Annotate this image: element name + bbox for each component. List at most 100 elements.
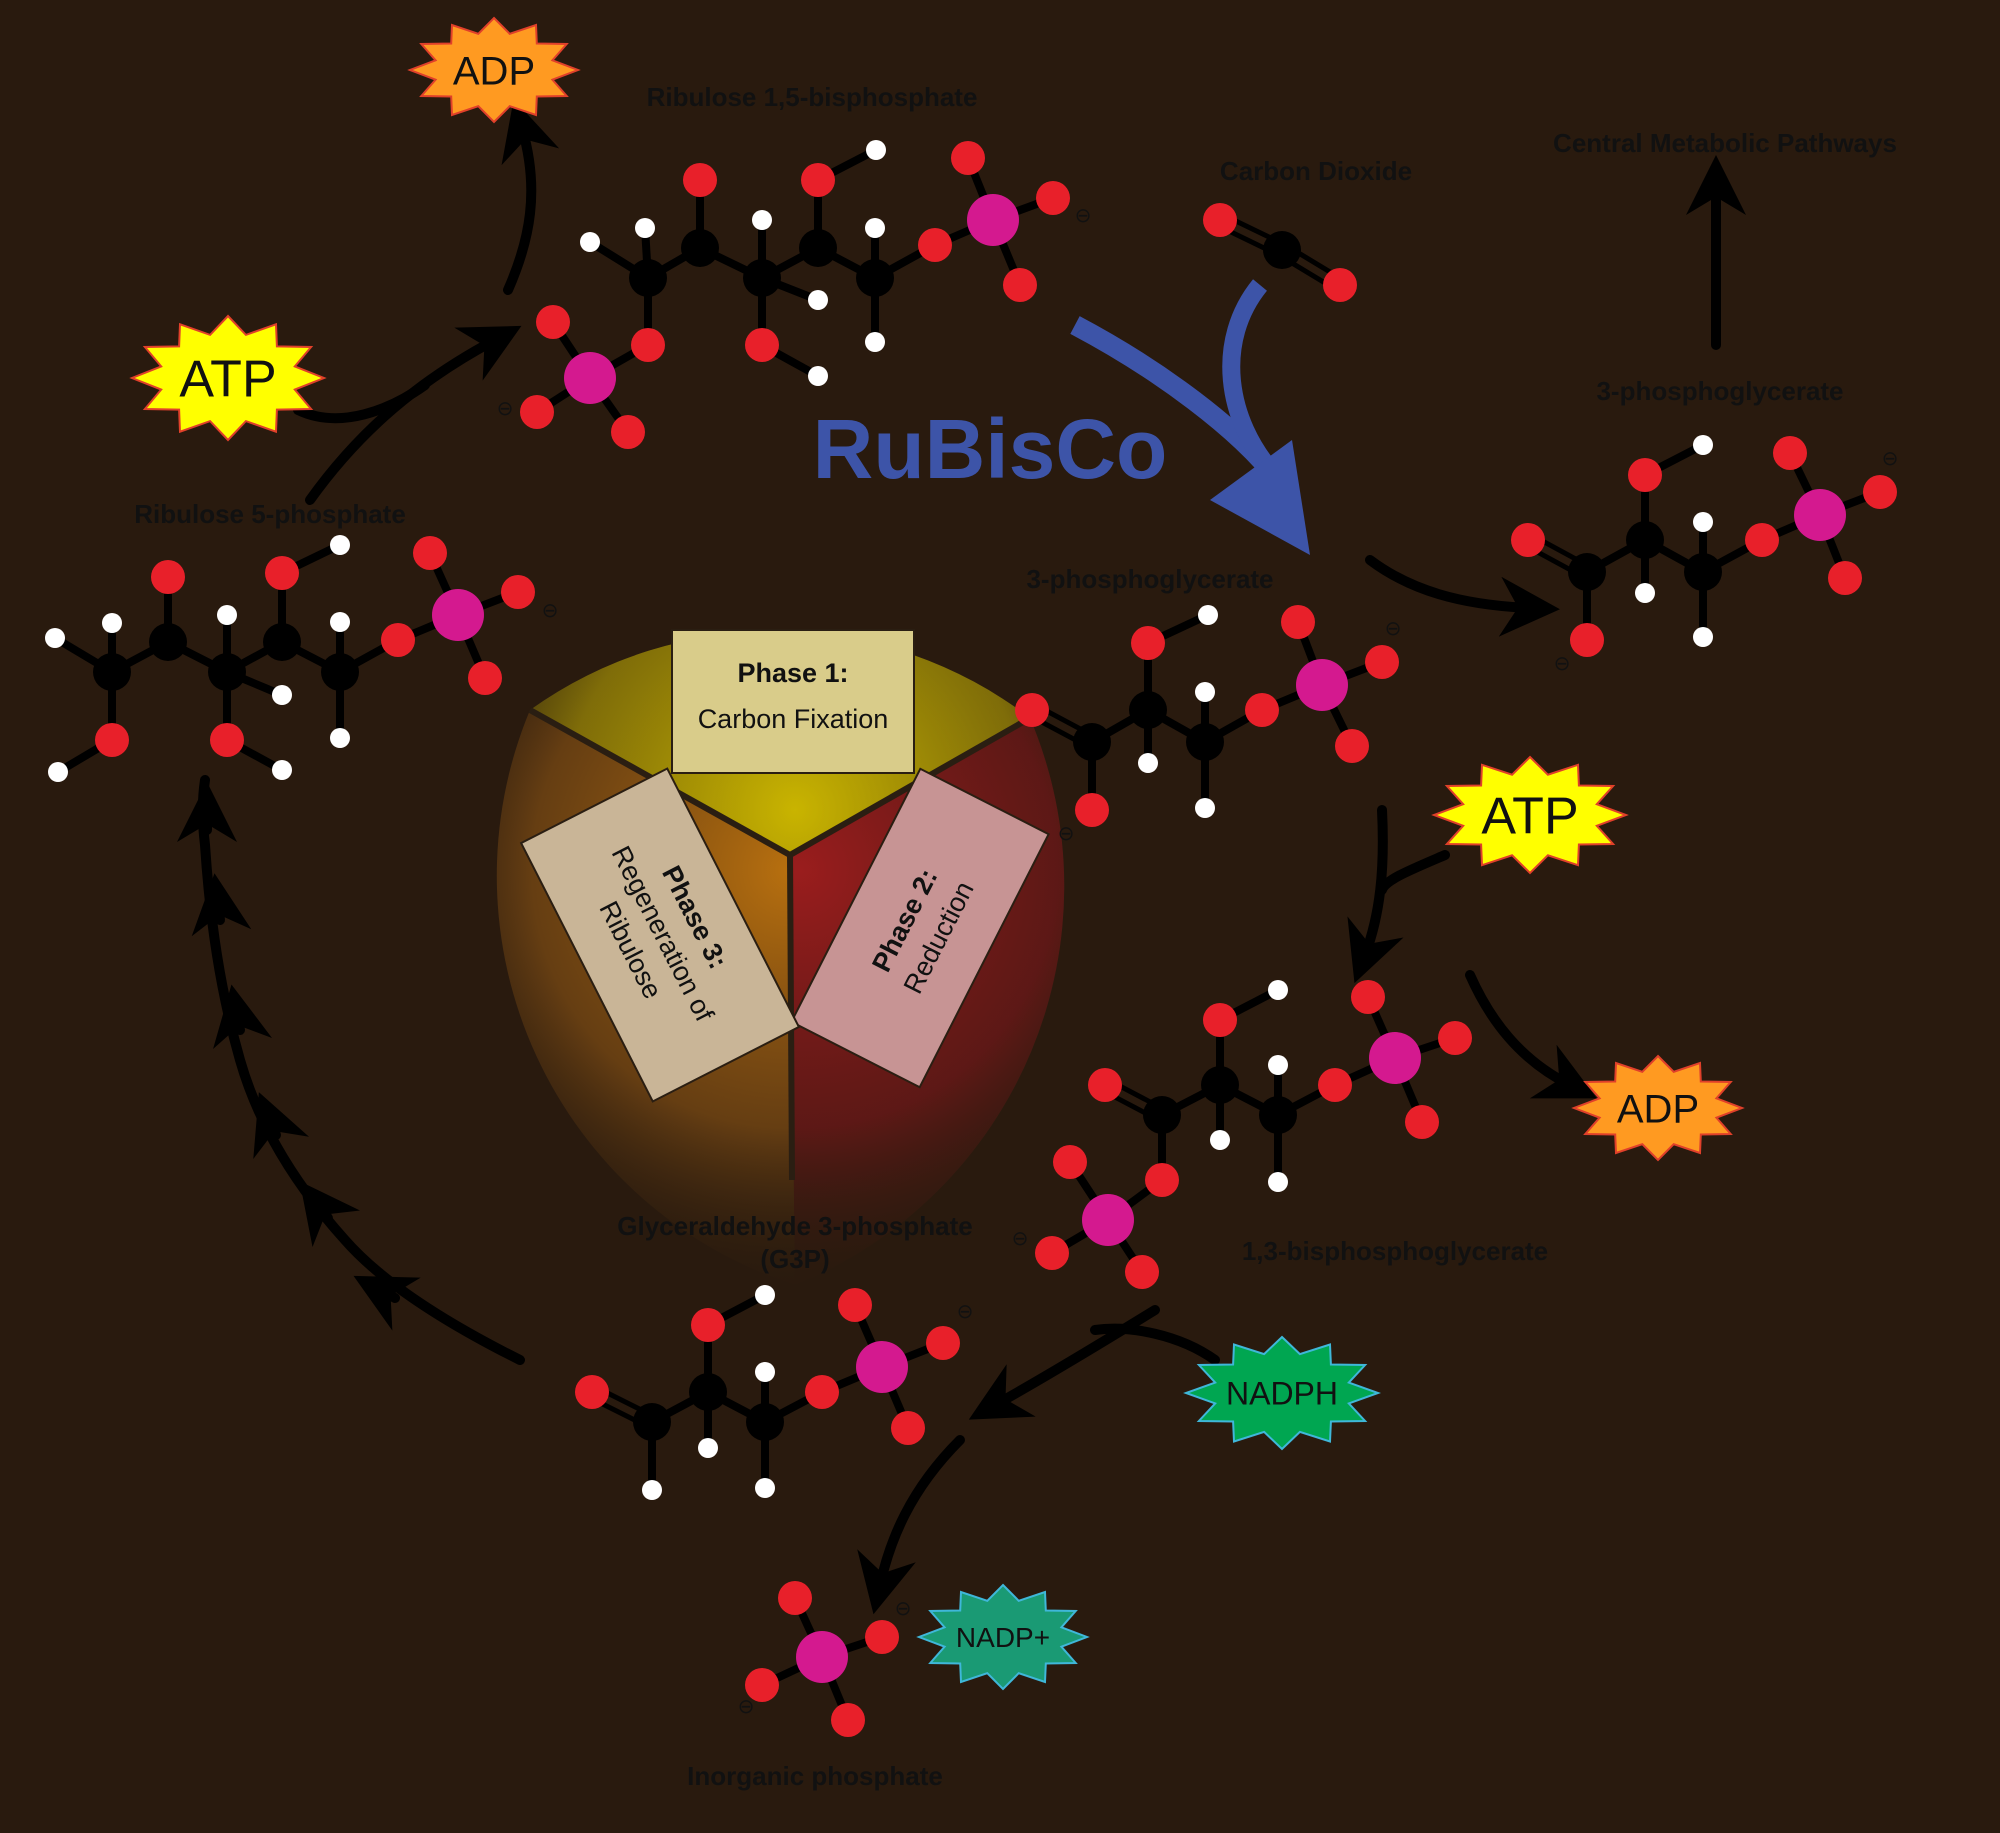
hydrogen-atom — [1268, 980, 1288, 1000]
carbon-atom — [1186, 723, 1224, 761]
hydrogen-atom — [755, 1478, 775, 1498]
oxygen-atom — [1773, 436, 1807, 470]
hydrogen-atom — [1693, 512, 1713, 532]
carbon-atom — [1201, 1066, 1239, 1104]
phase-3-box: Phase 3: Regeneration of Ribulose — [519, 767, 801, 1103]
atp-top-badge-burst-shape — [129, 314, 327, 442]
hydrogen-atom — [1693, 627, 1713, 647]
hydrogen-atom — [45, 628, 65, 648]
label-bpg: 1,3-bisphosphoglycerate — [1242, 1236, 1548, 1266]
oxygen-atom — [745, 328, 779, 362]
arrow-to-pga-product — [1365, 555, 1560, 637]
carbon-atom — [1129, 691, 1167, 729]
phosphorus-atom — [796, 1631, 848, 1683]
oxygen-atom — [1145, 1163, 1179, 1197]
oxygen-atom — [831, 1703, 865, 1737]
oxygen-atom — [683, 163, 717, 197]
hydrogen-atom — [865, 332, 885, 352]
arrow-nadph-join — [1090, 1323, 1220, 1365]
negative-charge-symbol: ⊖ — [895, 1598, 912, 1620]
hydrogen-atom — [642, 1480, 662, 1500]
oxygen-atom — [1745, 523, 1779, 557]
oxygen-atom — [951, 141, 985, 175]
hydrogen-atom — [1268, 1055, 1288, 1075]
oxygen-atom — [1828, 561, 1862, 595]
oxygen-atom — [611, 415, 645, 449]
hydrogen-atom — [1138, 753, 1158, 773]
negative-charge-symbol: ⊖ — [497, 398, 514, 420]
oxygen-atom — [95, 723, 129, 757]
hydrogen-atom — [1195, 798, 1215, 818]
oxygen-atom — [1863, 475, 1897, 509]
atp-right-badge-label: ATP — [1481, 788, 1578, 846]
oxygen-atom — [891, 1411, 925, 1445]
hydrogen-atom — [217, 605, 237, 625]
rubisco-arrow — [1070, 279, 1310, 555]
oxygen-atom — [778, 1581, 812, 1615]
molecule-g3p: ⊖ — [575, 1285, 973, 1500]
oxygen-atom — [1335, 729, 1369, 763]
negative-charge-symbol: ⊖ — [1882, 448, 1899, 470]
nadp-badge: NADP+ — [916, 1583, 1090, 1691]
label-g3p-line1: Glyceraldehyde 3-phosphate — [617, 1211, 972, 1241]
oxygen-atom — [210, 723, 244, 757]
carbon-atom — [1073, 723, 1111, 761]
arrow-bpg-to-adp — [1465, 970, 1597, 1099]
oxygen-atom — [1125, 1255, 1159, 1289]
hydrogen-atom — [808, 366, 828, 386]
carbon-atom — [263, 623, 301, 661]
carbon-atom — [681, 229, 719, 267]
cycle-arrows — [177, 99, 1746, 1615]
oxygen-atom — [1035, 1236, 1069, 1270]
phosphorus-atom — [564, 352, 616, 404]
label-co2: Carbon Dioxide — [1220, 156, 1412, 186]
phase-1-subtitle: Carbon Fixation — [698, 704, 889, 734]
carbon-atom — [1626, 521, 1664, 559]
hydrogen-atom — [755, 1285, 775, 1305]
oxygen-atom — [745, 1668, 779, 1702]
hydrogen-atom — [272, 685, 292, 705]
oxygen-atom — [1075, 793, 1109, 827]
hydrogen-atom — [698, 1438, 718, 1458]
negative-charge-symbol: ⊖ — [738, 1696, 755, 1718]
phosphorus-atom — [967, 194, 1019, 246]
arrow-pga-to-bpg — [1347, 805, 1404, 984]
oxygen-atom — [631, 328, 665, 362]
oxygen-atom — [1365, 645, 1399, 679]
oxygen-atom — [1318, 1068, 1352, 1102]
molecule-pi: ⊖⊖ — [738, 1581, 912, 1737]
carbon-atom — [746, 1403, 784, 1441]
oxygen-atom — [801, 163, 835, 197]
negative-charge-symbol: ⊖ — [1075, 205, 1092, 227]
adp-top-badge: ADP — [407, 16, 581, 124]
nadph-badge-burst-shape — [1183, 1335, 1381, 1451]
adp-right-badge: ADP — [1571, 1054, 1745, 1162]
molecule-r5p: ⊖ — [45, 535, 558, 782]
oxygen-atom — [838, 1288, 872, 1322]
hydrogen-atom — [752, 210, 772, 230]
carbon-atom — [689, 1373, 727, 1411]
molecule-bpg: ⊖ — [1012, 980, 1472, 1289]
oxygen-atom — [1053, 1145, 1087, 1179]
molecule-rubp: ⊖⊖ — [497, 140, 1092, 449]
hydrogen-atom — [272, 760, 292, 780]
carbon-atom — [633, 1403, 671, 1441]
hydrogen-atom — [866, 140, 886, 160]
adp-right-badge-label: ADP — [1617, 1087, 1699, 1131]
molecule-co2 — [1203, 203, 1357, 302]
oxygen-atom — [381, 623, 415, 657]
oxygen-atom — [1036, 181, 1070, 215]
arrow-bpg-to-g3p — [968, 1305, 1160, 1420]
atp-right-badge-burst-shape — [1431, 755, 1629, 875]
label-g3p-line2: (G3P) — [760, 1244, 829, 1274]
oxygen-atom — [1323, 268, 1357, 302]
hydrogen-atom — [635, 218, 655, 238]
oxygen-atom — [1511, 523, 1545, 557]
oxygen-atom — [1003, 268, 1037, 302]
nadph-badge-label: NADPH — [1226, 1376, 1338, 1412]
hydrogen-atom — [330, 728, 350, 748]
oxygen-atom — [926, 1326, 960, 1360]
phosphorus-atom — [1296, 659, 1348, 711]
hydrogen-atom — [1693, 435, 1713, 455]
